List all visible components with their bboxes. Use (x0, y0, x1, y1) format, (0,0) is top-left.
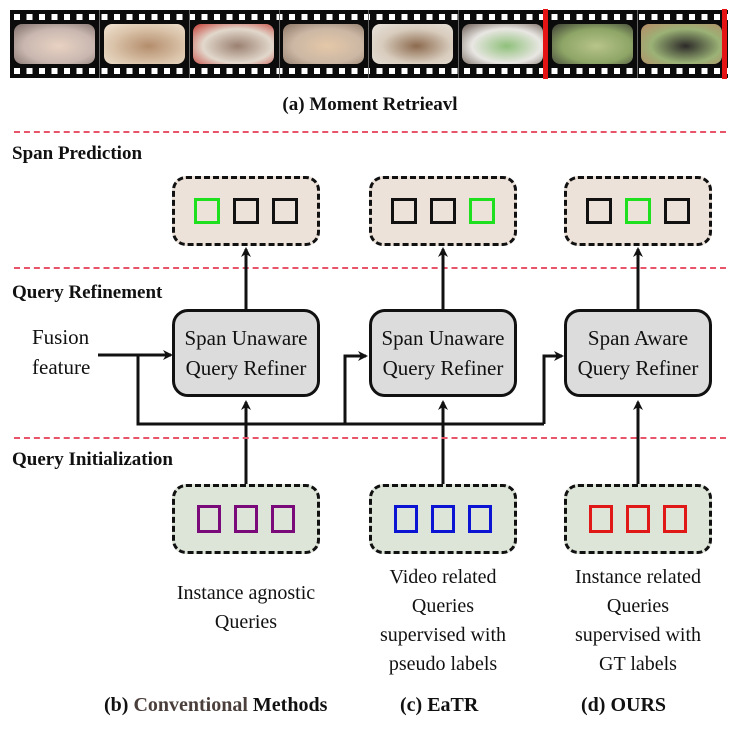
caption-suffix: Methods (247, 694, 328, 716)
fusion-label-line: Fusion (32, 325, 90, 349)
query-square (468, 505, 492, 533)
video-filmstrip (10, 10, 728, 78)
caption-prefix: (d) OURS (581, 694, 667, 716)
fusion-feature-label: Fusion feature (32, 322, 90, 382)
bus-arrow-ours (542, 351, 564, 424)
query-box-conventional (172, 484, 320, 554)
description-line: GT labels (599, 653, 677, 675)
description-line: supervised with (574, 624, 702, 646)
caption-prefix: (c) EaTR (400, 694, 479, 716)
description-line: Instance agnostic (176, 582, 316, 604)
refiner-label-line: Span Unaware (381, 326, 505, 350)
query-square (431, 505, 455, 533)
description-line: Instance related (574, 566, 702, 588)
divider-line (14, 267, 726, 269)
description-line: Queries (606, 595, 670, 617)
video-frame-woman-leaning (14, 24, 95, 64)
caption-prefix: (b) (104, 694, 134, 716)
prediction-square (664, 198, 690, 224)
refiner-label-line: Query Refiner (577, 356, 699, 380)
query-square (626, 505, 650, 533)
caption-conventional: (b) Conventional Methods (104, 694, 327, 717)
frame-separator (278, 10, 280, 78)
description-eatr: Video related Queries supervised with ps… (343, 563, 543, 679)
query-square (663, 505, 687, 533)
divider-line (14, 437, 726, 439)
frame-separator (457, 10, 459, 78)
prediction-box-eatr (369, 176, 517, 246)
prediction-square (194, 198, 220, 224)
divider-line (14, 131, 726, 133)
section-query-refinement: Query Refinement (12, 282, 163, 303)
section-span-prediction: Span Prediction (12, 143, 143, 164)
description-line: Video related (389, 566, 497, 588)
description-conventional: Instance agnostic Queries (146, 579, 346, 637)
refiner-label-line: Query Refiner (382, 356, 504, 380)
caption-eatr: (c) EaTR (400, 694, 478, 717)
caption-highlight: Conventional (133, 694, 248, 716)
query-square (197, 505, 221, 533)
query-box-ours (564, 484, 712, 554)
query-square (394, 505, 418, 533)
refiner-label-line: Span Aware (587, 326, 689, 350)
description-ours: Instance related Queries supervised with… (538, 563, 738, 679)
frame-separator (99, 10, 101, 78)
figure-title: (a) Moment Retrieavl (282, 94, 458, 115)
prediction-box-conventional (172, 176, 320, 246)
prediction-square (391, 198, 417, 224)
frame-separator (368, 10, 370, 78)
fusion-bus (136, 355, 544, 426)
description-line: Queries (214, 611, 278, 633)
frame-separator (636, 10, 638, 78)
refiner-label-line: Query Refiner (185, 356, 307, 380)
video-frame-woman-hand-on-head (282, 24, 364, 64)
moment-start-marker (543, 9, 548, 79)
refiner-label-line: Span Unaware (184, 326, 308, 350)
video-frame-room-with-door (372, 24, 454, 64)
video-frame-bag-on-floor (462, 24, 543, 64)
query-square (234, 505, 258, 533)
refiner-eatr: Span Unaware Query Refiner (369, 309, 517, 397)
video-frame-elephant-on-grass (551, 24, 633, 64)
frame-separator (188, 10, 190, 78)
description-line: Queries (411, 595, 475, 617)
video-frame-animal-close-up (641, 24, 723, 64)
prediction-square (586, 198, 612, 224)
query-square (589, 505, 613, 533)
refiner-ours: Span Aware Query Refiner (564, 309, 712, 397)
prediction-square (430, 198, 456, 224)
video-frame-kitchen-hand (193, 24, 275, 64)
refiner-conventional: Span Unaware Query Refiner (172, 309, 320, 397)
prediction-box-ours (564, 176, 712, 246)
description-line: supervised with (379, 624, 507, 646)
fusion-label-line: feature (32, 355, 91, 379)
section-query-initialization: Query Initialization (12, 449, 173, 470)
description-line: pseudo labels (388, 653, 498, 675)
bus-arrow-eatr (343, 351, 368, 424)
moment-end-marker (722, 9, 727, 79)
query-box-eatr (369, 484, 517, 554)
query-square (271, 505, 295, 533)
caption-ours: (d) OURS (581, 694, 666, 717)
prediction-square (469, 198, 495, 224)
prediction-square (625, 198, 651, 224)
video-frame-woman-smiling (103, 24, 185, 64)
prediction-square (272, 198, 298, 224)
prediction-square (233, 198, 259, 224)
